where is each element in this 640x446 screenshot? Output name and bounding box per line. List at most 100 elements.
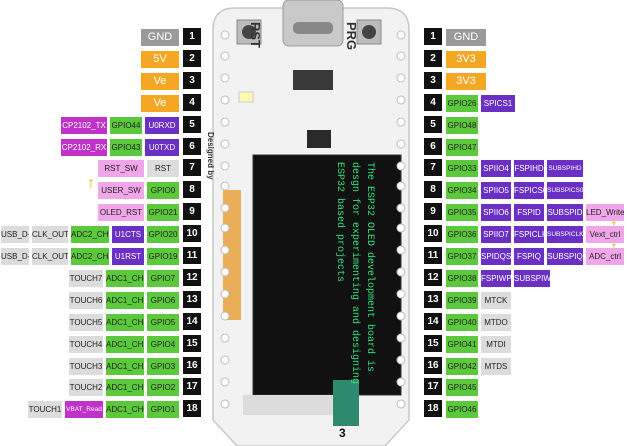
left-pin-number: 10 — [183, 225, 201, 242]
right-pin-label: GPIO26 — [446, 95, 478, 112]
right-pin-number: 5 — [424, 116, 442, 133]
up-arrow-icon: ↑ — [610, 240, 618, 256]
left-pin-number: 5 — [183, 116, 201, 133]
up-arrow-icon: ↑ — [610, 218, 618, 234]
right-pin-number: 8 — [424, 181, 442, 198]
left-pin-number: 2 — [183, 50, 201, 67]
left-pin-label: GPIO6 — [147, 292, 179, 309]
right-pin-label: SUBSPIQ — [547, 248, 583, 265]
left-pin-label: TOUCH3 — [69, 358, 103, 375]
left-pin-label: USB_D- — [1, 248, 29, 265]
left-pin-label: USB_D+ — [1, 226, 29, 243]
right-pin-label: GPIO41 — [446, 336, 478, 353]
oled-text-line-3: ESP32 based projects — [334, 162, 345, 283]
left-pin-label: RST — [147, 160, 179, 177]
left-pin-number: 6 — [183, 138, 201, 155]
right-pin-number: 14 — [424, 313, 442, 330]
silk-rst: RST — [248, 22, 263, 48]
left-pin-label: GPIO44 — [110, 117, 142, 134]
left-pin-label: GPIO0 — [147, 182, 179, 199]
right-pin-number: 6 — [424, 138, 442, 155]
right-pin-label: SUBSPIHD — [547, 160, 583, 177]
silk-bottom: 3 — [339, 426, 346, 440]
left-pin-label: ADC1_CH3 — [106, 336, 144, 353]
right-pin-label: GPIO39 — [446, 292, 478, 309]
left-pin-label: GPIO5 — [147, 314, 179, 331]
left-pin-number: 7 — [183, 159, 201, 176]
right-pin-label: SPIDQS — [481, 248, 511, 265]
right-pin-label: MTDS — [481, 358, 511, 375]
left-pin-label: GPIO3 — [147, 358, 179, 375]
right-pin-label: FSPIQ — [514, 248, 544, 265]
board-outline — [212, 0, 410, 446]
silk-side-text: Designed by — [206, 132, 215, 180]
right-pin-number: 18 — [424, 400, 442, 417]
left-pin-label: TOUCH4 — [69, 336, 103, 353]
left-pin-label: VBAT_Read — [65, 401, 103, 418]
right-pin-label: GPIO46 — [446, 401, 478, 418]
right-pin-number: 4 — [424, 94, 442, 111]
left-pin-label: CP2102_TX — [61, 117, 107, 134]
left-pin-label: U0RXD — [145, 117, 179, 134]
left-pin-label: TOUCH2 — [69, 379, 103, 396]
right-pin-label: SPIIO6 — [481, 204, 511, 221]
right-pin-label: 3V3 — [446, 51, 486, 68]
right-pin-label: SPICS1 — [481, 95, 515, 112]
left-pin-label: USER_SW — [98, 182, 144, 199]
left-pin-label: ADC1_CH6 — [106, 270, 144, 287]
right-pin-label: GPIO38 — [446, 270, 478, 287]
right-pin-number: 16 — [424, 357, 442, 374]
right-pin-label: 3V3 — [446, 73, 486, 90]
right-pin-label: GPIO42 — [446, 358, 478, 375]
right-pin-label: SUBSPICS0 — [547, 182, 583, 199]
right-pin-label: LED_Write — [586, 204, 624, 221]
left-pin-label: ADC1_CH0 — [106, 401, 144, 418]
right-pin-label: FSPICLK — [514, 226, 544, 243]
right-pin-label: GPIO45 — [446, 379, 478, 396]
left-pin-label: GPIO7 — [147, 270, 179, 287]
left-pin-number: 18 — [183, 400, 201, 417]
right-pin-number: 11 — [424, 247, 442, 264]
left-pin-label: Ve — [141, 73, 179, 90]
right-pin-number: 13 — [424, 291, 442, 308]
left-pin-number: 17 — [183, 378, 201, 395]
left-pin-label: GPIO2 — [147, 379, 179, 396]
right-pin-label: GPIO37 — [446, 248, 478, 265]
right-pin-label: MTDO — [481, 314, 511, 331]
left-pin-number: 16 — [183, 357, 201, 374]
right-pin-label: SUBSPID — [547, 204, 583, 221]
left-pin-label: CLK_OUT2 — [32, 248, 68, 265]
left-pin-number: 9 — [183, 203, 201, 220]
left-pin-label: U1CTS — [112, 226, 144, 243]
right-pin-label: MTCK — [481, 292, 511, 309]
left-pin-number: 4 — [183, 94, 201, 111]
left-pin-label: OLED_RST — [98, 204, 144, 221]
right-pin-number: 17 — [424, 378, 442, 395]
right-pin-label: SUBSPICLK — [547, 226, 583, 243]
left-pin-label: RST_SW — [98, 160, 144, 177]
right-pin-label: FSPIWP — [481, 270, 511, 287]
left-pin-number: 1 — [183, 28, 201, 45]
right-pin-label: MTDI — [481, 336, 511, 353]
right-pin-label: GPIO40 — [446, 314, 478, 331]
left-pin-label: GPIO4 — [147, 336, 179, 353]
left-pin-label: GND — [141, 29, 179, 46]
left-pin-label: U0TXD — [145, 139, 179, 156]
left-pin-label: TOUCH1 — [28, 401, 62, 418]
left-pin-label: TOUCH7 — [69, 270, 103, 287]
left-pin-number: 8 — [183, 181, 201, 198]
left-pin-number: 13 — [183, 291, 201, 308]
right-pin-number: 15 — [424, 335, 442, 352]
left-pin-number: 12 — [183, 269, 201, 286]
left-pin-label: ADC2_CH9 — [71, 226, 109, 243]
right-pin-label: FSPICS0 — [514, 182, 544, 199]
right-pin-number: 1 — [424, 28, 442, 45]
right-pin-label: GPIO34 — [446, 182, 478, 199]
right-pin-label: GPIO48 — [446, 117, 478, 134]
left-pin-label: CLK_OUT1 — [32, 226, 68, 243]
right-pin-label: SPIIO7 — [481, 226, 511, 243]
oled-display — [252, 154, 402, 396]
left-pin-label: ADC1_CH4 — [106, 314, 144, 331]
left-pin-label: U1RST — [112, 248, 144, 265]
